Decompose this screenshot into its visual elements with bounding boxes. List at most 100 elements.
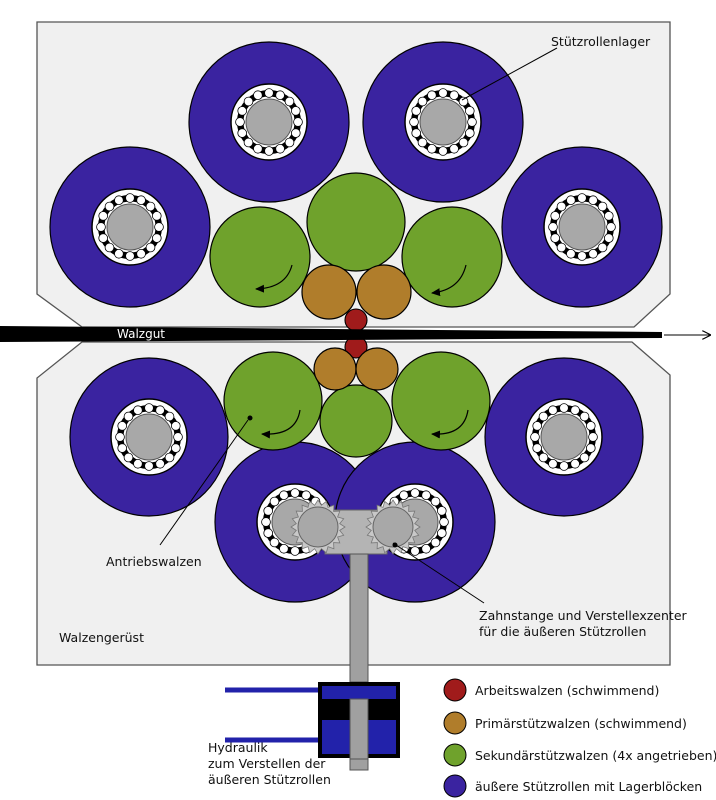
bearing-ball <box>538 411 549 422</box>
bearing-ball <box>144 461 154 471</box>
bearing-ball <box>410 546 420 556</box>
bearing-ball <box>597 242 608 253</box>
legend-swatch-work-roll <box>443 678 467 702</box>
bearing-ball <box>550 211 561 221</box>
label-hydraulik-1: Hydraulik <box>208 740 268 755</box>
rotation-arrow-icon <box>255 264 293 293</box>
bearing-ball <box>243 137 254 148</box>
bearing-ball <box>284 96 295 107</box>
bearing-ball <box>155 405 165 416</box>
bearing-ball <box>151 233 162 243</box>
bearing-ball <box>427 143 437 154</box>
secondary-support-roll <box>306 172 406 272</box>
bearing-ball <box>436 506 447 516</box>
bearing-ball <box>577 251 587 261</box>
bearing-ball <box>269 537 280 548</box>
bearing-ball <box>104 201 115 212</box>
bearing-ball <box>559 403 569 413</box>
bearing-ball <box>243 96 254 107</box>
bearing-ball <box>145 242 156 253</box>
bearing-ball <box>151 211 162 221</box>
legend-swatch-secondary-roll <box>443 743 467 767</box>
bearing-ball <box>430 537 441 548</box>
bearing-ball <box>104 242 115 253</box>
bearing-ball <box>275 143 285 154</box>
bearing-ball <box>96 222 106 232</box>
gear-group <box>290 499 421 555</box>
bearing-icon <box>404 83 482 161</box>
bearing-ball <box>293 117 303 127</box>
bearing-ball <box>170 421 181 431</box>
legend-label: Arbeitswalzen (schwimmend) <box>475 683 659 698</box>
bearing-ball <box>566 195 576 206</box>
bearing-ball <box>264 88 274 98</box>
bearing-ball <box>603 233 614 243</box>
bearing-ball <box>439 517 449 527</box>
secondary-support-roll <box>209 206 311 308</box>
label-walzengeruest: Walzengerüst <box>59 630 144 645</box>
bearing-ball <box>290 488 300 498</box>
bearing-ball <box>117 421 128 431</box>
bearing-ball <box>115 432 125 442</box>
bearing-ball <box>538 452 549 463</box>
gear-hub <box>297 506 339 548</box>
label-stuetzrollenlager: Stützrollenlager <box>551 34 651 49</box>
bearing-ball <box>577 193 587 203</box>
bearing-ball <box>556 242 567 253</box>
leader-line-rack <box>392 542 485 604</box>
bearing-ball <box>123 452 134 463</box>
bearing-ball <box>411 128 422 138</box>
bearing-ball <box>290 546 300 556</box>
bearing-ball <box>464 106 475 116</box>
bearing-ball <box>133 458 143 469</box>
bearing-ball <box>449 90 459 101</box>
bearing-ball <box>235 117 245 127</box>
bearing-ball <box>550 233 561 243</box>
legend-label: Primärstützwalzen (schwimmend) <box>475 716 687 731</box>
bearing-ball <box>145 201 156 212</box>
leader-line-bearing <box>461 47 558 101</box>
primary-support-roll <box>313 347 357 391</box>
bearing-icon <box>91 188 169 266</box>
secondary-support-roll <box>319 384 393 458</box>
work-roll-upper <box>344 308 368 332</box>
label-walzgut: Walzgut <box>117 327 165 341</box>
rotation-arrow-icon <box>261 409 301 439</box>
bearing-ball <box>579 411 590 422</box>
bearing-icon <box>543 188 621 266</box>
bearing-ball <box>417 96 428 107</box>
bearing-ball <box>98 211 109 221</box>
bearing-ball <box>279 490 289 501</box>
bearing-ball <box>421 543 431 554</box>
bearing-ball <box>261 517 271 527</box>
leader-dot <box>247 415 253 421</box>
primary-support-roll <box>355 347 399 391</box>
bearing-ball <box>125 193 135 203</box>
bearing-ball <box>438 88 448 98</box>
bearing-ball <box>164 411 175 422</box>
legend: Arbeitswalzen (schwimmend) Primärstützwa… <box>443 678 716 798</box>
bearing-ball <box>556 201 567 212</box>
label-hydraulik-2: zum Verstellen der <box>208 756 326 771</box>
label-zahnstange-1: Zahnstange und Verstellexzenter <box>479 608 688 623</box>
bearing-ball <box>284 137 295 148</box>
bearing-ball <box>548 458 558 469</box>
bearing-ball <box>144 403 154 413</box>
bearing-ball <box>606 222 616 232</box>
bearing-icon <box>110 398 188 476</box>
bearing-ball <box>155 458 165 469</box>
bearing-ball <box>588 432 598 442</box>
bearing-ball <box>409 117 419 127</box>
bearing-ball <box>164 452 175 463</box>
bearing-ball <box>532 443 543 453</box>
label-zahnstange-2: für die äußeren Stützrollen <box>479 624 646 639</box>
bearing-ball <box>275 90 285 101</box>
bearing-ball <box>449 143 459 154</box>
bearing-ball <box>411 106 422 116</box>
bearing-ball <box>117 443 128 453</box>
legend-label: äußere Stützrollen mit Lagerblöcken <box>475 779 702 794</box>
bearing-ball <box>597 201 608 212</box>
bearing-ball <box>421 490 431 501</box>
bearing-ball <box>114 195 124 206</box>
rotation-arrow-icon <box>431 409 469 439</box>
